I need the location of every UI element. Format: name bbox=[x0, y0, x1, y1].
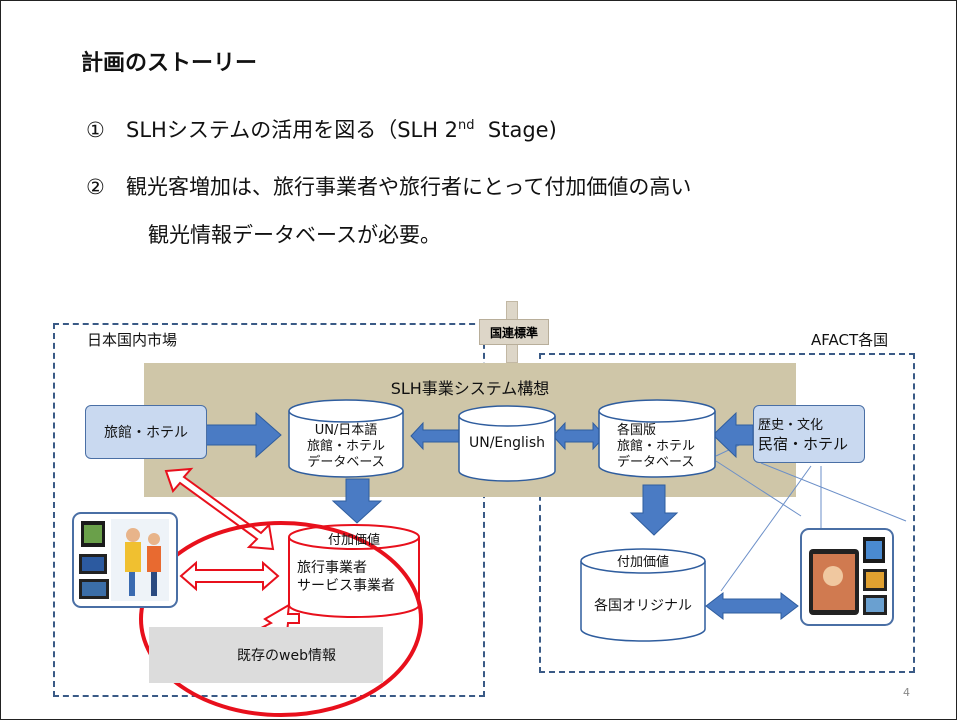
value-db-country-body: 各国オリジナル bbox=[594, 598, 692, 614]
ryokan-hotel-box: 旅館・ホテル bbox=[85, 405, 207, 459]
un-standard-sign: 国連標準 bbox=[479, 319, 549, 345]
afact-region bbox=[539, 353, 915, 673]
bullet-1-number: ① bbox=[86, 118, 105, 142]
slide-title: 計画のストーリー bbox=[81, 51, 258, 76]
value-db-jp-body: 旅行事業者 サービス事業者 bbox=[297, 559, 395, 595]
devices-photo-left bbox=[72, 512, 178, 608]
arrow-db-country-down bbox=[629, 484, 679, 536]
existing-web-info-label: 既存のweb情報 bbox=[237, 648, 336, 664]
value-db-jp-top: 付加価値 bbox=[327, 533, 380, 548]
arrow-value-to-photo bbox=[705, 591, 799, 621]
db-japanese: UN/日本語 旅館・ホテル データベース bbox=[289, 423, 403, 471]
afact-label: AFACT各国 bbox=[811, 331, 889, 349]
history-minshuku-box: 歴史・文化 民宿・ホテル bbox=[753, 405, 865, 463]
bullet-2: ② 観光客増加は、旅行事業者や旅行者にとって付加価値の高い bbox=[86, 171, 691, 201]
db-un-english: UN/English bbox=[469, 435, 545, 451]
arrow-history-to-db bbox=[712, 411, 754, 459]
arrow-ryokan-to-db bbox=[205, 411, 282, 459]
japan-market-region bbox=[53, 323, 485, 697]
value-db-jp-line-1: 旅行事業者 bbox=[297, 560, 367, 576]
bullet-2-line-2: 観光情報データベースが必要。 bbox=[148, 223, 441, 247]
db-country-line-1: 各国版 bbox=[617, 423, 657, 438]
slh-system-title: SLH事業システム構想 bbox=[390, 379, 550, 398]
red-arrow-ryokan-value bbox=[164, 467, 275, 551]
history-culture-label: 歴史・文化 bbox=[758, 418, 824, 433]
bullet-2-line-1: 観光客増加は、旅行事業者や旅行者にとって付加価値の高い bbox=[126, 175, 692, 199]
arrow-un-db-country bbox=[552, 421, 606, 451]
bullet-1-sup: nd bbox=[458, 118, 475, 133]
page-number: 4 bbox=[903, 686, 910, 699]
red-arrow-value-web bbox=[260, 603, 300, 635]
db-jp-line-1: UN/日本語 bbox=[314, 423, 378, 438]
red-arrow-photo-value bbox=[179, 560, 280, 592]
bullet-2-number: ② bbox=[86, 175, 105, 199]
devices-photo-right bbox=[800, 528, 894, 626]
db-country-line-3: データベース bbox=[617, 455, 695, 470]
red-highlight-ellipse bbox=[139, 521, 423, 717]
db-jp-line-3: データベース bbox=[307, 455, 385, 470]
db-country-version: 各国版 旅館・ホテル データベース bbox=[617, 423, 713, 471]
value-db-jp-line-2: サービス事業者 bbox=[297, 578, 395, 594]
bullet-1-text-b: Stage) bbox=[487, 118, 557, 142]
bullet-1: ① SLHシステムの活用を図る（SLH 2nd Stage) bbox=[86, 114, 557, 144]
db-country-line-2: 旅館・ホテル bbox=[617, 439, 696, 454]
db-jp-line-2: 旅館・ホテル bbox=[306, 439, 385, 454]
value-db-country-top: 付加価値 bbox=[616, 555, 669, 570]
existing-web-info-panel bbox=[149, 627, 383, 683]
japan-market-label: 日本国内市場 bbox=[87, 331, 178, 349]
arrow-db-jp-down bbox=[331, 478, 383, 524]
database-cylinders bbox=[288, 399, 716, 642]
bullet-1-text-a: SLHシステムの活用を図る（SLH 2 bbox=[126, 118, 459, 142]
minshuku-hotel-label: 民宿・ホテル bbox=[758, 435, 849, 453]
